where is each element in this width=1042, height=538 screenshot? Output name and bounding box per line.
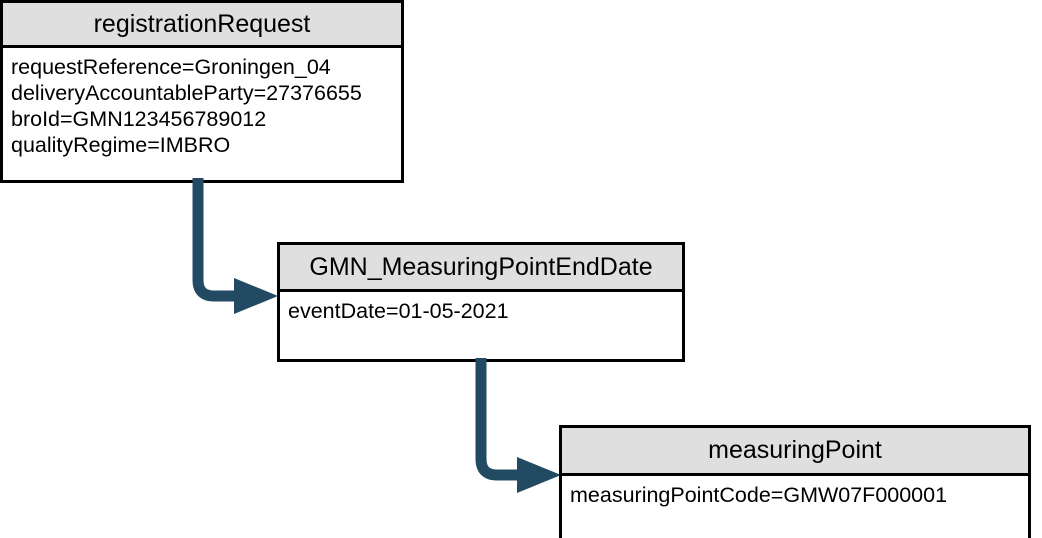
attribute-quality-regime: qualityRegime=IMBRO [11,133,231,157]
uml-box-measuring-point[interactable]: measuringPoint measuringPointCode=GMW07F… [559,425,1031,538]
attribute-event-date: eventDate=01-05-2021 [288,299,509,323]
uml-box-title-registration-request: registrationRequest [3,3,401,48]
attribute-bro-id: broId=GMN123456789012 [11,107,267,131]
uml-box-registration-request[interactable]: registrationRequest requestReference=Gro… [0,0,404,183]
arrowhead-icon-1 [234,278,278,314]
uml-box-body-registration-request: requestReference=Groningen_04 deliveryAc… [3,48,401,180]
connector-end-date-to-measuring-point [475,358,561,493]
connector-line-2 [475,358,523,481]
uml-box-title-measuring-point: measuringPoint [562,428,1028,476]
connector-registration-request-to-end-date [192,178,278,314]
attribute-request-reference: requestReference=Groningen_04 [11,55,331,79]
uml-box-title-gmn-measuring-point-end-date: GMN_MeasuringPointEndDate [280,245,682,292]
uml-box-body-gmn-measuring-point-end-date: eventDate=01-05-2021 [280,292,682,359]
attribute-measuring-point-code: measuringPointCode=GMW07F000001 [570,483,948,507]
uml-box-body-measuring-point: measuringPointCode=GMW07F000001 [562,476,1028,538]
arrowhead-icon-2 [517,457,561,493]
attribute-delivery-accountable-party: deliveryAccountableParty=27376655 [11,81,362,105]
uml-box-gmn-measuring-point-end-date[interactable]: GMN_MeasuringPointEndDate eventDate=01-0… [277,242,685,362]
connector-line-1 [192,178,240,302]
